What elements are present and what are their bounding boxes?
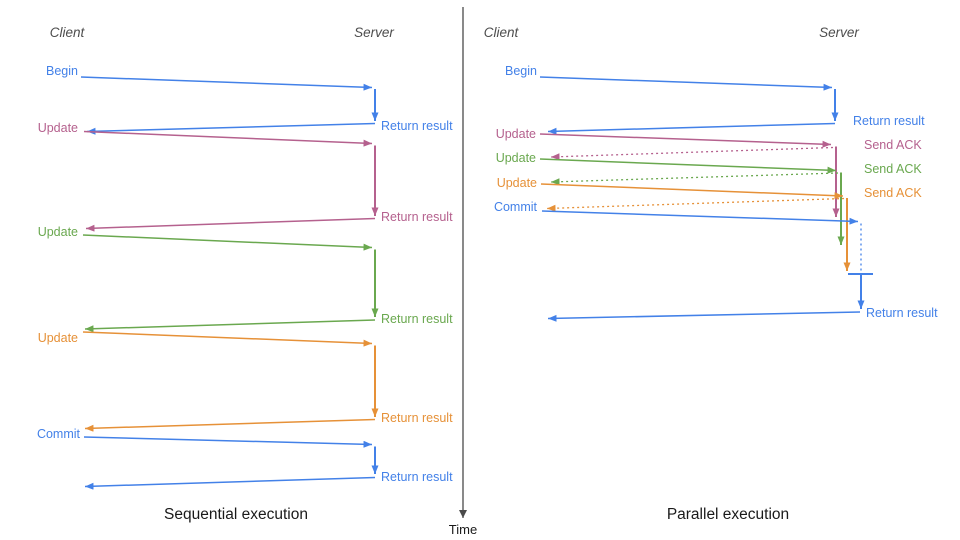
seq-begin-return-label: Return result <box>381 119 453 133</box>
par-caption: Parallel execution <box>667 506 789 523</box>
seq-update1-label: Update <box>38 121 78 135</box>
parallel-diagram: Client Server Begin Return result Update… <box>484 25 938 523</box>
seq-begin-return-arrow <box>86 122 376 135</box>
par-update3-request-arrow <box>540 183 844 200</box>
par-update1-ack-label: Send ACK <box>864 138 922 152</box>
par-update1-label: Update <box>496 127 536 141</box>
par-update3-ack-label: Send ACK <box>864 186 922 200</box>
sequential-diagram: Client Server Begin Return result Update… <box>37 25 453 523</box>
seq-update3-request-arrow <box>82 331 373 347</box>
par-begin-request-arrow <box>539 76 833 91</box>
seq-begin-request-arrow <box>80 76 373 91</box>
par-client-header: Client <box>484 25 520 40</box>
seq-update1-return-arrow <box>85 217 376 232</box>
seq-update3-return-arrow <box>84 418 376 432</box>
par-update3-label: Update <box>497 176 537 190</box>
seq-commit-return-label: Return result <box>381 470 453 484</box>
par-begin-return-label: Return result <box>853 114 925 128</box>
seq-begin-label: Begin <box>46 64 78 78</box>
par-commit-return-arrow <box>547 311 861 322</box>
seq-update2-label: Update <box>38 225 78 239</box>
seq-update2-return-label: Return result <box>381 312 453 326</box>
seq-update1-return-label: Return result <box>381 210 453 224</box>
seq-update1-request-arrow <box>83 130 373 147</box>
par-update2-ack-label: Send ACK <box>864 162 922 176</box>
seq-update3-label: Update <box>38 331 78 345</box>
par-commit-return-label: Return result <box>866 306 938 320</box>
par-update1-ack-arrow <box>550 146 834 161</box>
seq-commit-return-arrow <box>84 476 376 490</box>
seq-update3-return-label: Return result <box>381 411 453 425</box>
par-commit-label: Commit <box>494 200 538 214</box>
par-update2-label: Update <box>496 151 536 165</box>
par-update2-ack-arrow <box>550 172 839 186</box>
time-axis-label: Time <box>449 522 477 537</box>
seq-update2-return-arrow <box>84 319 376 333</box>
par-update1-request-arrow <box>539 133 832 148</box>
seq-client-header: Client <box>50 25 86 40</box>
seq-commit-label: Commit <box>37 427 81 441</box>
seq-commit-request-arrow <box>83 436 373 448</box>
par-begin-label: Begin <box>505 64 537 78</box>
par-update3-ack-arrow <box>546 197 845 212</box>
time-axis: Time <box>449 7 477 537</box>
par-commit-request-arrow <box>541 210 859 225</box>
par-update2-request-arrow <box>539 158 837 174</box>
seq-update2-request-arrow <box>82 234 373 251</box>
par-begin-return-arrow <box>547 122 836 135</box>
seq-caption: Sequential execution <box>164 506 308 523</box>
par-server-header: Server <box>819 25 859 40</box>
seq-server-header: Server <box>354 25 394 40</box>
